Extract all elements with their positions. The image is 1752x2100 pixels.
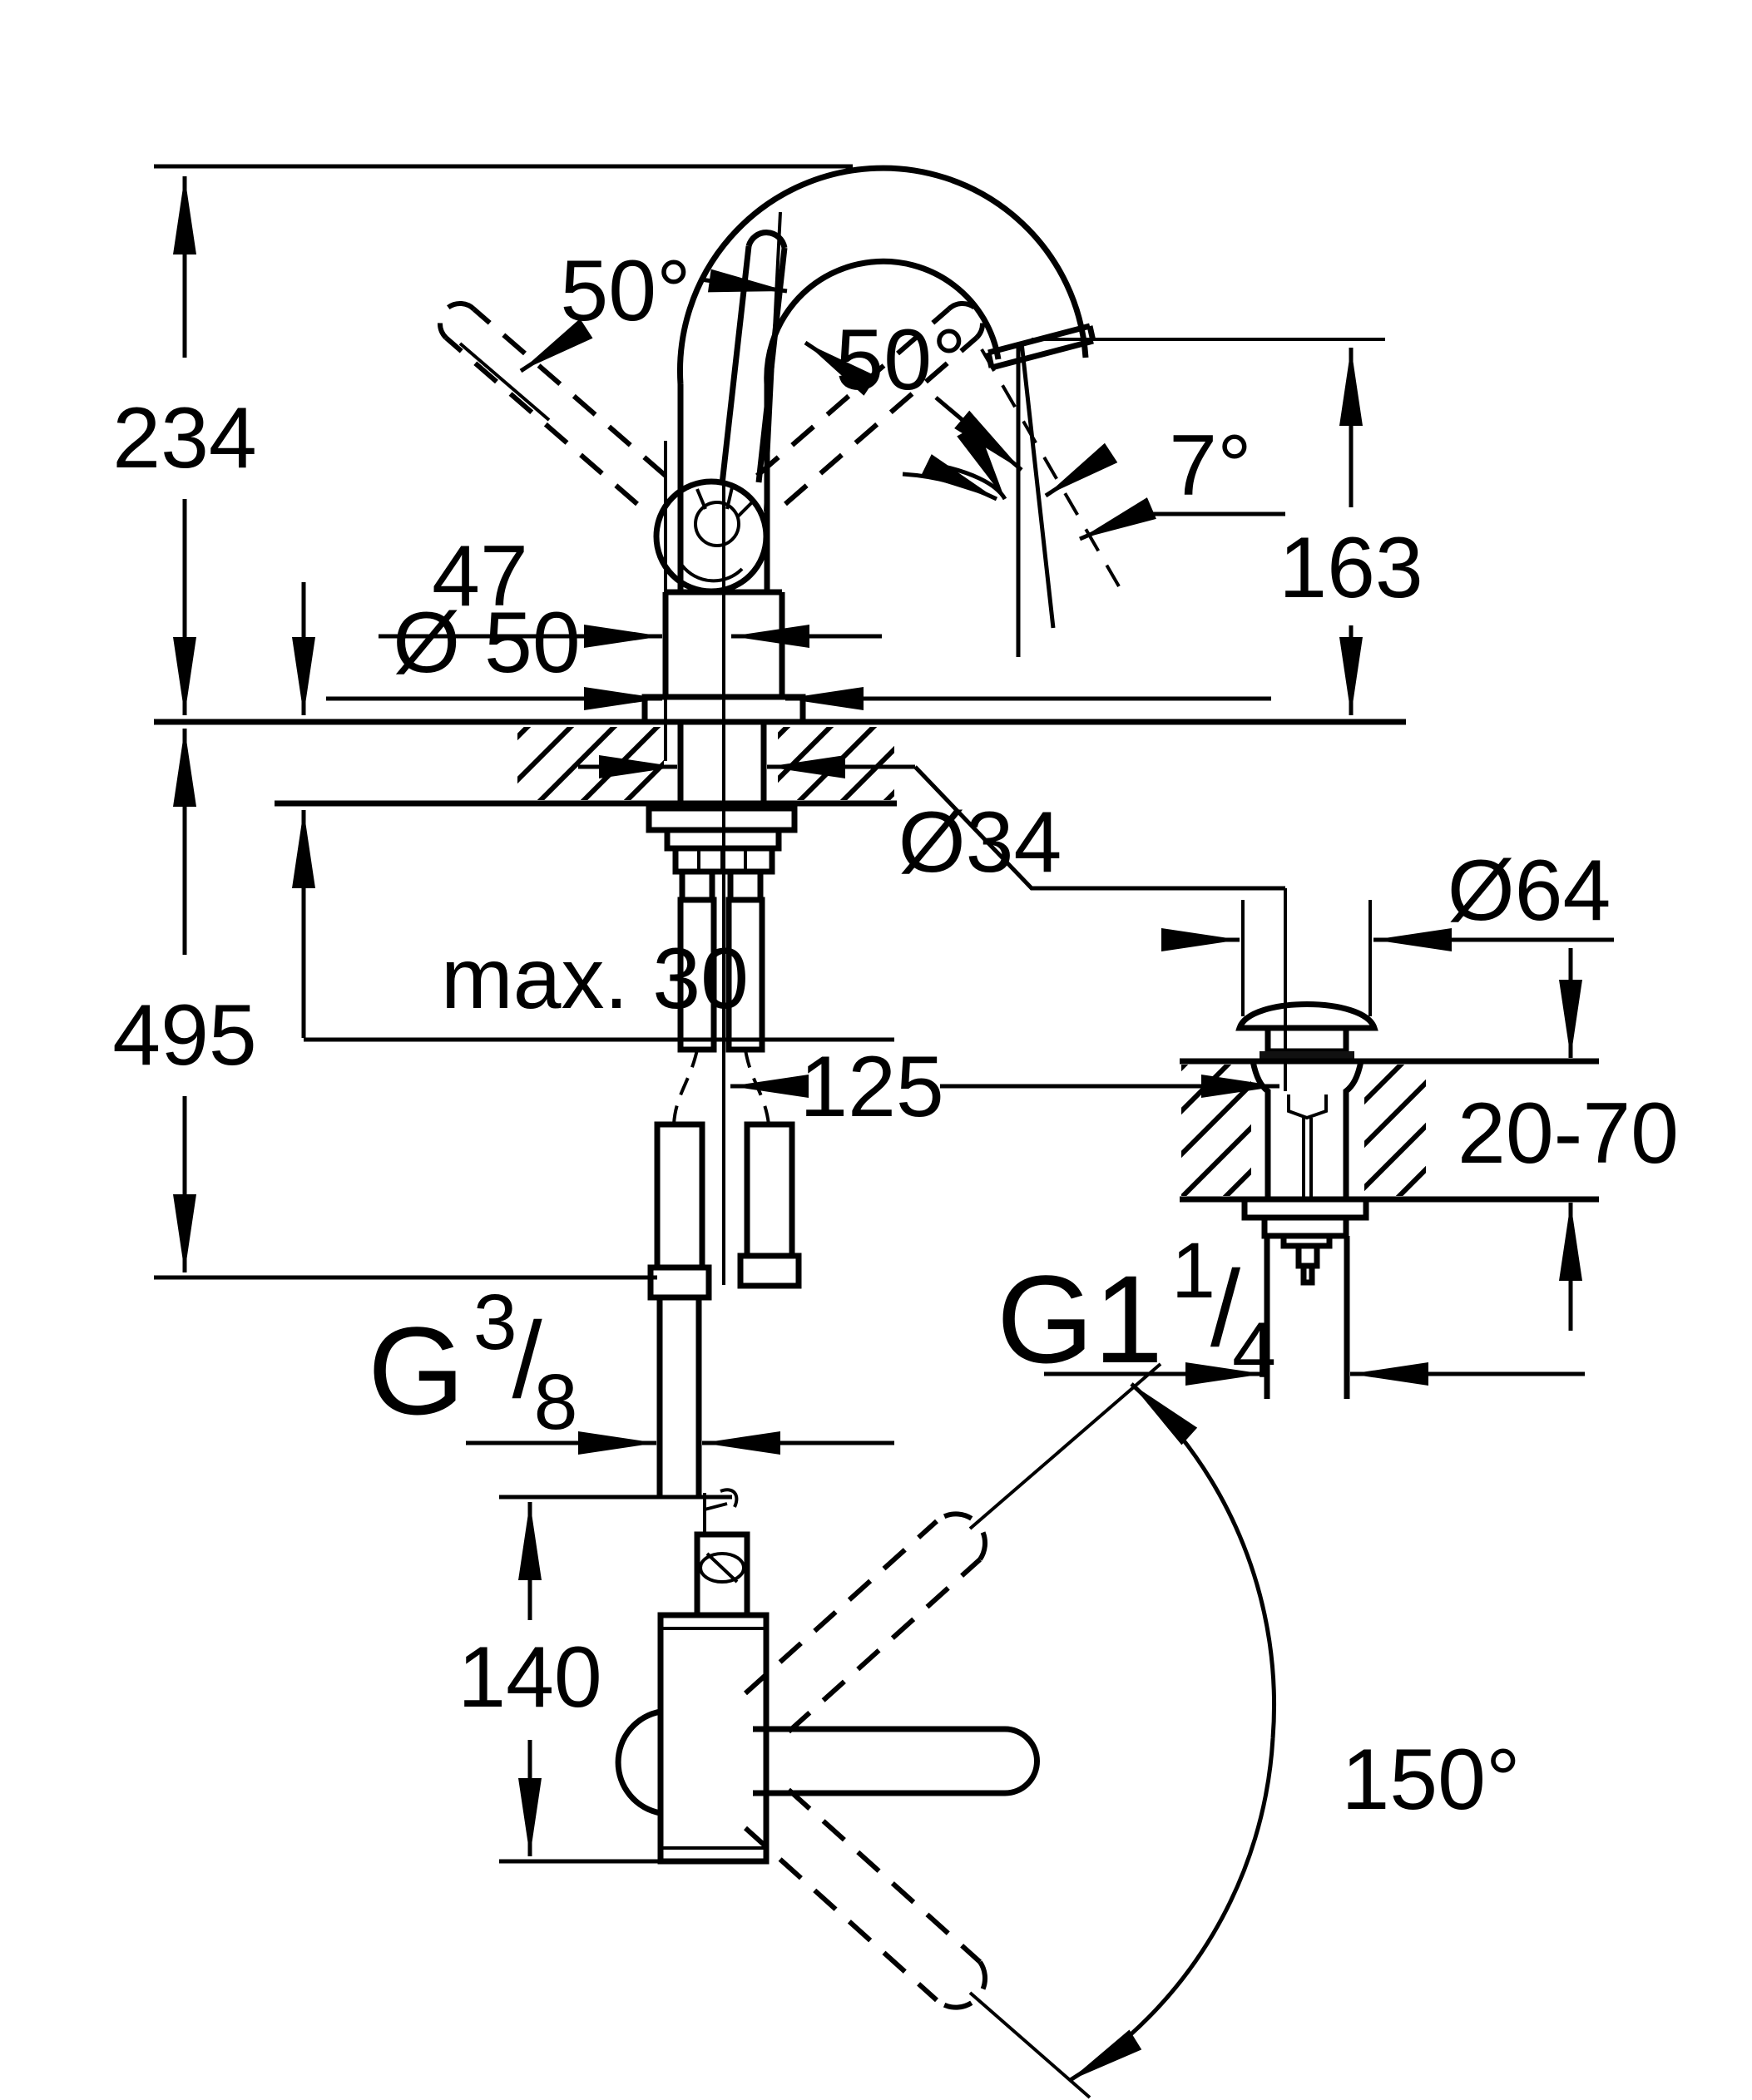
dim-label-140: 140 — [458, 1629, 602, 1726]
drain-insert — [1287, 1094, 1328, 1120]
side-view-faucet: 234 495 max. 30 Ø 50 47 50° 50° — [112, 164, 1423, 1497]
g114-slash: / — [1210, 1248, 1241, 1369]
handle-extension-upper — [968, 1362, 1162, 1530]
pivot-hub — [653, 478, 770, 595]
dim-7-leader — [1079, 497, 1156, 541]
handle-lever — [719, 230, 788, 485]
hose-nut-left — [647, 1264, 712, 1301]
g38-slash: / — [512, 1299, 543, 1421]
basin-hatch-left — [1181, 1065, 1251, 1196]
dim-label-50-left: 50° — [560, 243, 690, 339]
hose-nut-right — [737, 1253, 802, 1289]
g38-g: G — [368, 1301, 465, 1440]
drain-funnel-right — [1343, 1060, 1364, 1199]
handle-position-lower — [743, 1787, 987, 2010]
dim-7-arrow-right — [1044, 442, 1118, 498]
dim-50-right-leader-b — [934, 396, 1023, 472]
dim-label-150: 150° — [1341, 1732, 1520, 1828]
dim-label-234: 234 — [112, 390, 257, 487]
dim-50-right-leader-a — [804, 340, 877, 396]
dim-label-dia64: Ø64 — [1448, 842, 1611, 939]
pivot-hub-detail — [681, 487, 755, 583]
swivel-extension-right — [980, 348, 1121, 588]
reference-lines — [154, 164, 1406, 1280]
dim-7-arc-left — [931, 425, 1007, 501]
hatch-left — [517, 727, 664, 800]
dim-label-dia50: Ø 50 — [393, 595, 580, 691]
dim-label-2070: 20-70 — [1458, 1085, 1679, 1182]
dim-label-max30: max. 30 — [441, 931, 749, 1027]
dim-label-7: 7° — [1169, 418, 1251, 514]
body-left-bulge — [615, 1708, 661, 1816]
basin-hatch-right — [1364, 1065, 1426, 1196]
swivel-position-right — [755, 300, 986, 506]
spout-stub-tick — [705, 1552, 739, 1584]
spout-tip-marker — [703, 1488, 739, 1533]
g38-sup: 3 — [473, 1278, 517, 1366]
deck-section-hatch — [517, 727, 894, 800]
handle-extension-lower — [968, 1991, 1091, 2099]
hose-fitting-left-top — [679, 868, 715, 903]
under-deck-assembly — [646, 466, 802, 1497]
dim-label-125: 125 — [799, 1039, 944, 1135]
pop-up-cap — [1235, 1001, 1378, 1031]
hatch-right — [778, 727, 894, 800]
top-view-dimensions: 140 150° — [458, 1382, 1521, 2083]
cap-stem — [1265, 1025, 1349, 1055]
dim-label-50-right: 50° — [835, 312, 966, 408]
dim-150-arc-upper — [1130, 1382, 1277, 1739]
leader-extension-left — [458, 342, 551, 422]
hose-lower-left — [654, 1121, 705, 1271]
washer — [646, 805, 798, 833]
dim-label-dia34: Ø34 — [898, 794, 1062, 891]
top-view-outline — [615, 1362, 1162, 2099]
drain-outline — [1180, 1001, 1599, 1399]
drain-pin — [1295, 1243, 1320, 1269]
g38-sub: 8 — [534, 1358, 578, 1446]
dim-150-arc-lower — [1067, 1737, 1275, 2083]
hose-fitting-right-top — [727, 868, 764, 903]
dim-label-163: 163 — [1279, 520, 1423, 616]
dim-label-47: 47 — [432, 528, 528, 625]
swivel-position-left — [437, 300, 667, 506]
g114-sub: 4 — [1232, 1307, 1276, 1395]
spout-outlet — [985, 323, 1096, 371]
outlet-angle-line — [1019, 342, 1056, 629]
spout-stub-circle — [699, 1552, 745, 1584]
dim-dia34-leader — [913, 765, 1285, 891]
dim-50-left-leader-a — [700, 269, 788, 294]
dim-label-495: 495 — [112, 987, 257, 1084]
top-view: 140 150° — [458, 1362, 1521, 2099]
hose-tail-left — [672, 1049, 699, 1125]
drain-pin-tip — [1300, 1262, 1315, 1286]
spout-outer-curve — [676, 165, 1089, 385]
body-top-view — [657, 1612, 770, 1865]
dim-50-left-leader-b — [519, 319, 593, 373]
handle-position-upper — [743, 1511, 987, 1734]
side-view-dimensions: 234 495 max. 30 Ø 50 47 50° 50° — [112, 176, 1423, 1455]
handle-top-view — [753, 1726, 1040, 1796]
g114-g: G1 — [997, 1249, 1163, 1389]
drain-funnel-left — [1250, 1060, 1271, 1199]
hose-lower-right — [744, 1121, 795, 1259]
g114-sup: 1 — [1171, 1227, 1215, 1315]
